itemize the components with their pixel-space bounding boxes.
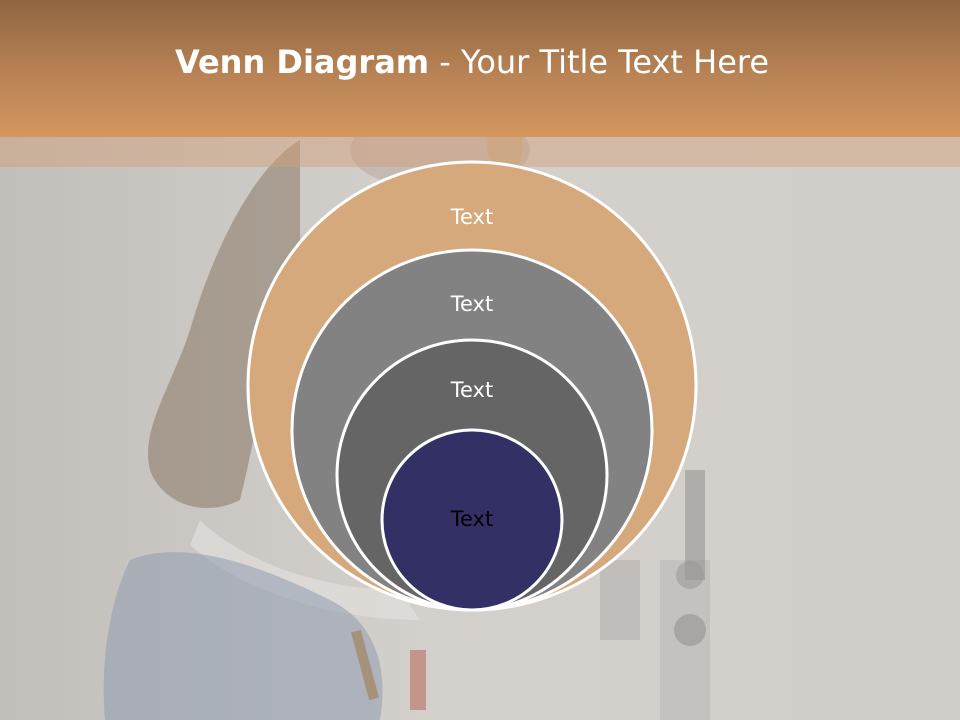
photo-machine-knob <box>676 561 704 589</box>
circle-second-label: Text <box>450 292 493 316</box>
circle-inner-label: Text <box>450 507 493 531</box>
photo-tool-shape <box>351 629 379 701</box>
header-band <box>0 0 960 137</box>
circle-outer-label: Text <box>450 205 493 229</box>
slide-title: Venn Diagram - Your Title Text Here <box>0 40 944 84</box>
photo-machine-arm <box>600 560 640 640</box>
circle-inner-shape <box>380 428 564 612</box>
photo-machine-post <box>685 470 705 580</box>
slide-title-rest: - Your Title Text Here <box>429 43 770 81</box>
circle-inner: Text <box>380 428 564 612</box>
photo-shirt-shape <box>190 520 420 620</box>
circle-third-label: Text <box>450 378 493 402</box>
photo-machine-knob <box>674 614 706 646</box>
photo-tool-shape <box>410 650 426 710</box>
slide-title-bold: Venn Diagram <box>174 43 430 81</box>
photo-jeans-shape <box>103 552 383 720</box>
photo-hair-shape <box>148 140 300 509</box>
